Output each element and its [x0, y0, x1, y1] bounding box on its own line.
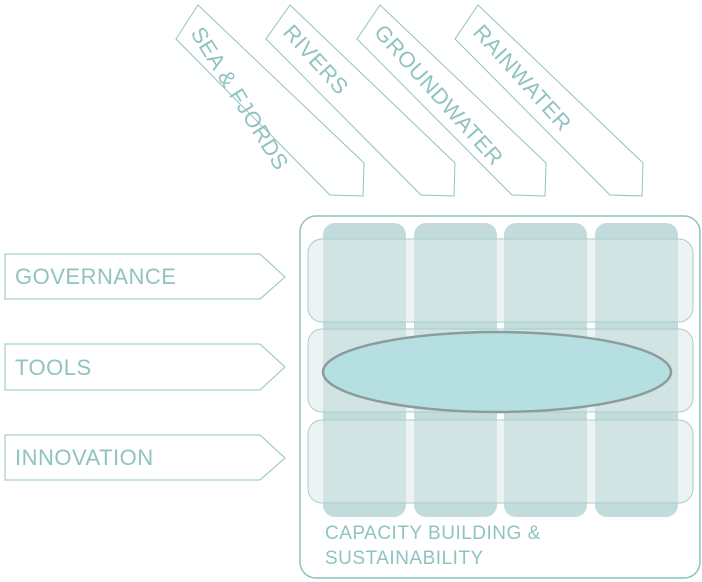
row-header-innovation: INNOVATION — [4, 434, 286, 481]
row-label-innovation: INNOVATION — [15, 445, 154, 470]
row-label-governance: GOVERNANCE — [15, 264, 176, 289]
row-band-innovation — [307, 419, 694, 504]
row-header-tools: TOOLS — [4, 343, 286, 391]
column-header-rainwater: RAINWATER — [454, 4, 644, 197]
row-header-governance: GOVERNANCE — [4, 253, 286, 300]
footer-line-2: SUSTAINABILITY — [325, 548, 484, 569]
footer-line-1: CAPACITY BUILDING & — [325, 523, 541, 544]
row-label-tools: TOOLS — [15, 355, 92, 380]
row-band-governance — [307, 238, 694, 323]
central-ellipse — [321, 330, 673, 414]
